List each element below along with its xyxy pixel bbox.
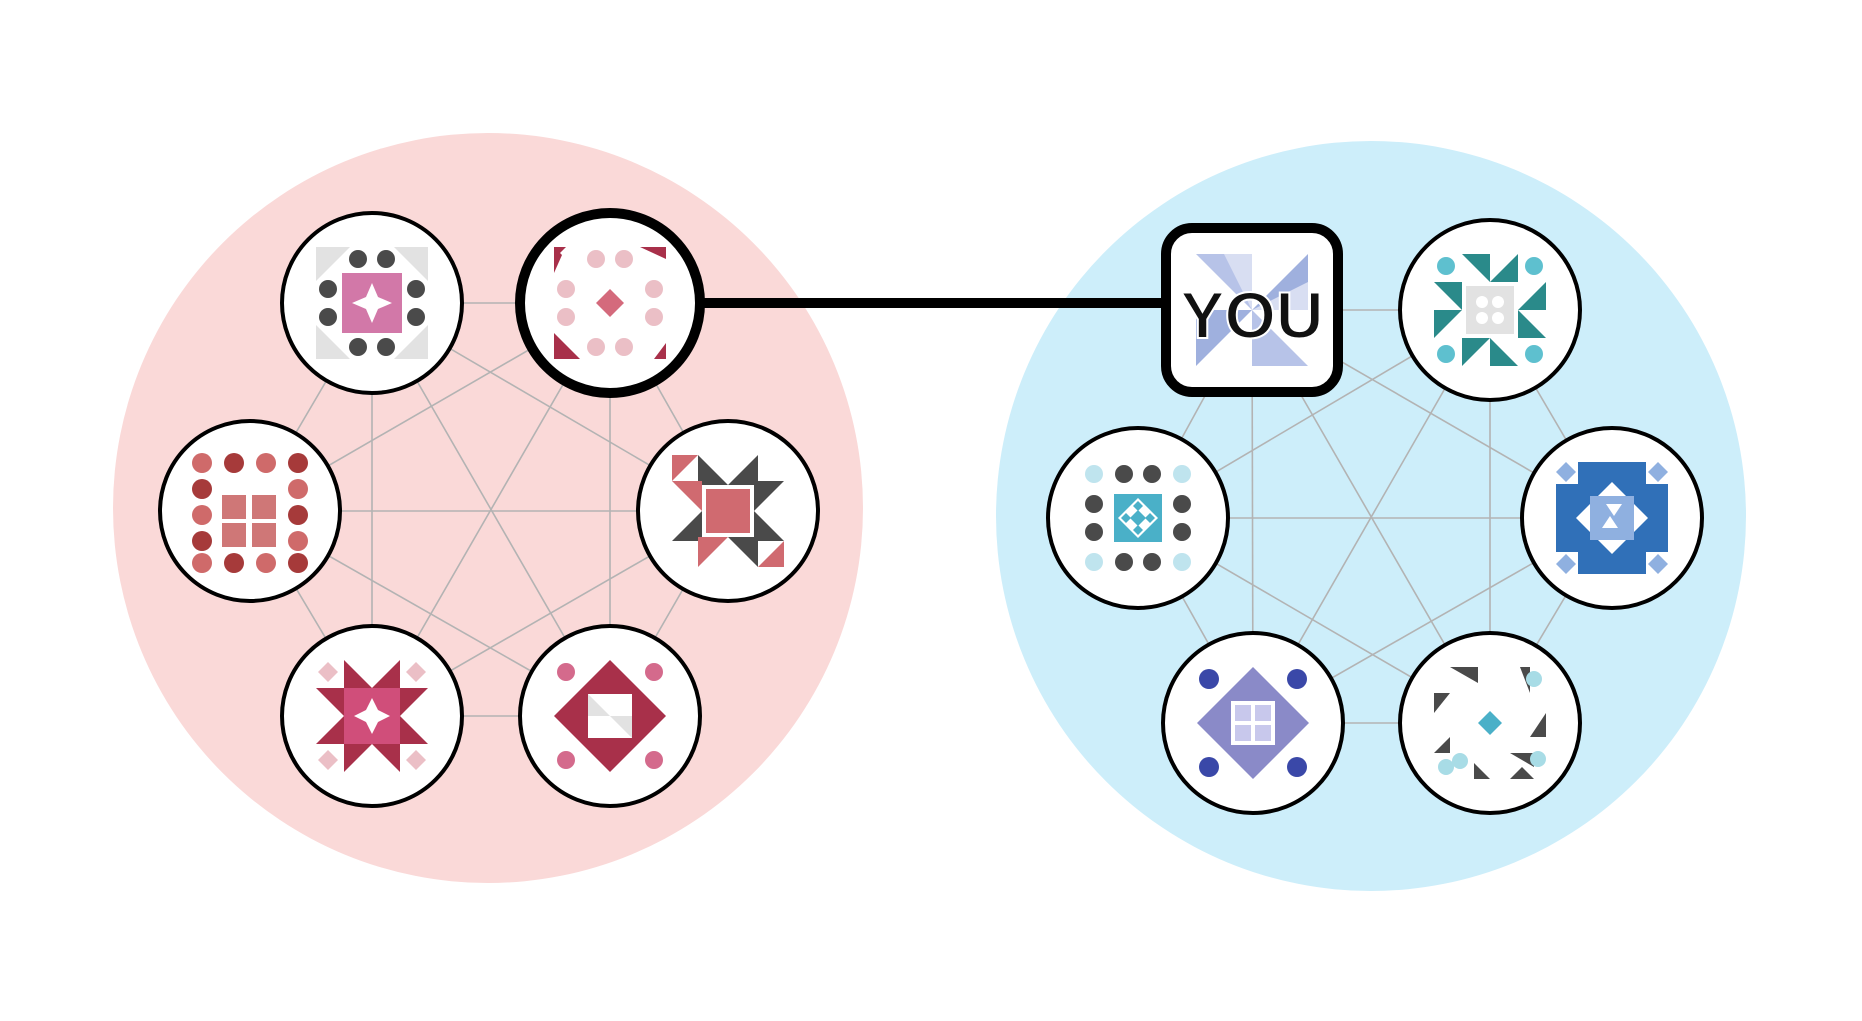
node-l5 <box>280 624 464 808</box>
node-r6 <box>1398 631 1582 815</box>
dark-arrows-red-square-block <box>672 455 784 567</box>
node-l1 <box>280 211 464 395</box>
node-r5 <box>1161 631 1345 815</box>
pink-dots-diamond-block <box>554 247 666 359</box>
crimson-diamond-pinwheel-block <box>554 660 666 772</box>
you-label: YOU <box>1180 278 1323 352</box>
node-r2 <box>1398 218 1582 402</box>
node-l4 <box>636 419 820 603</box>
node-l2 <box>515 208 705 398</box>
node-r4 <box>1520 426 1704 610</box>
pink-star-with-dark-dots-block <box>316 247 428 359</box>
node-l3 <box>158 419 342 603</box>
teal-arrows-grey-square-block <box>1434 254 1546 366</box>
node-l6 <box>518 624 702 808</box>
teal-diamond-dark-dots-block <box>1085 465 1191 571</box>
lavender-diamond-window-block <box>1197 667 1309 779</box>
node-r3 <box>1046 426 1230 610</box>
red-dot-grid-block <box>192 453 308 573</box>
blue-pinwheel-you-block <box>1196 254 1308 366</box>
scattered-triangles-teal-block <box>1434 667 1546 779</box>
node-r1: YOU <box>1161 223 1343 397</box>
blue-diamond-square-block <box>1556 462 1668 574</box>
crimson-star-pink-diamonds-block <box>316 660 428 772</box>
